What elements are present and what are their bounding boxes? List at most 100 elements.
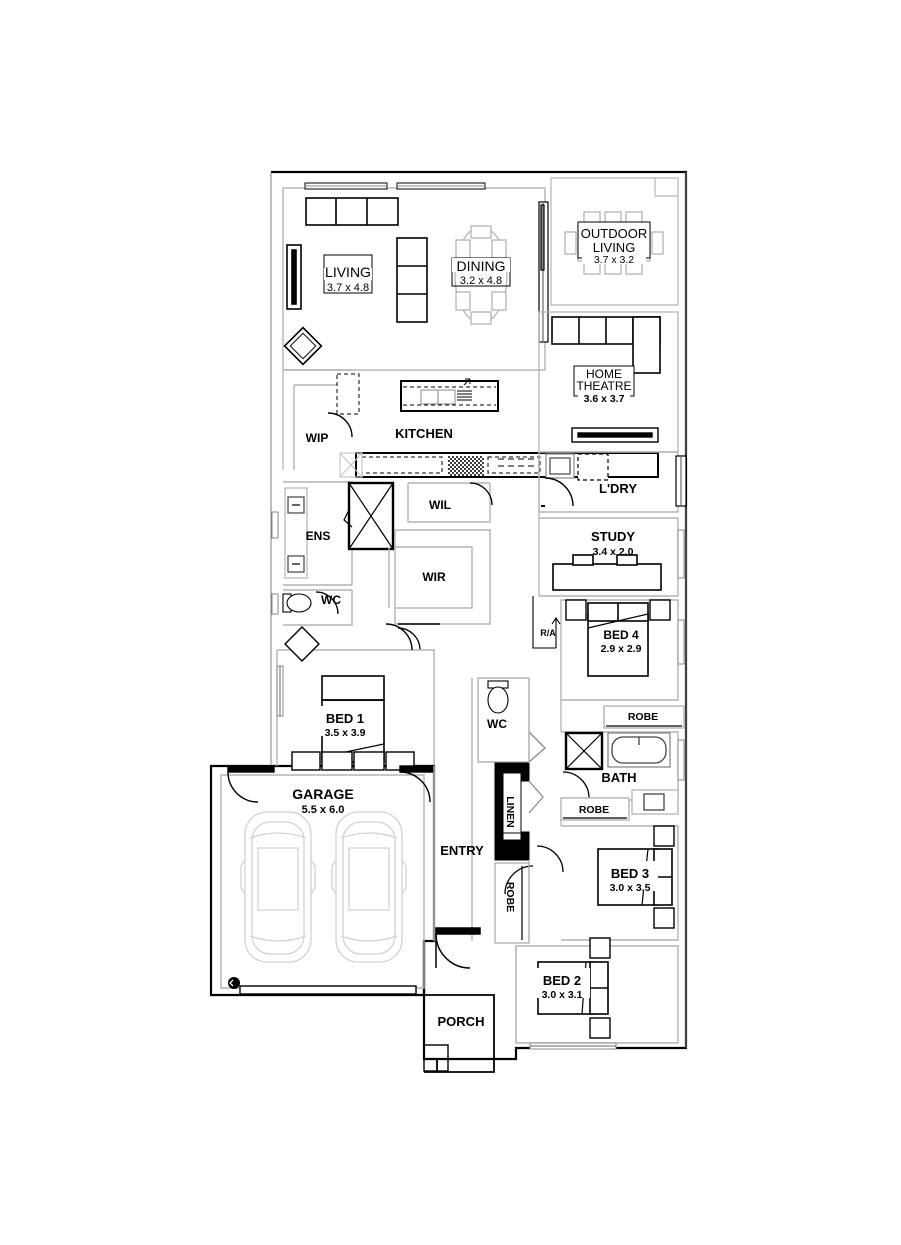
label-living-text: LIVING xyxy=(325,264,371,280)
linen-cupboard xyxy=(494,762,530,861)
ens-window2 xyxy=(271,593,279,615)
sectional-sofa-theatre xyxy=(551,316,661,374)
return-air-symbol xyxy=(532,596,561,649)
garage-point-marker xyxy=(228,977,240,989)
label-theatre-line2: THEATRE xyxy=(576,379,631,393)
wip-pantry-shelf xyxy=(336,373,360,415)
linen-door-fold xyxy=(528,780,544,814)
zone-wir xyxy=(388,529,491,625)
outline-secondary xyxy=(270,172,687,1048)
label-bed4: BED 4 2.9 x 2.9 xyxy=(601,628,642,655)
label-wc-main: WC xyxy=(487,717,507,731)
zone-outdoor-living xyxy=(550,177,679,306)
label-theatre-dim: 3.6 x 3.7 xyxy=(584,393,625,405)
zone-garage xyxy=(220,774,425,989)
label-theatre-line1: HOME xyxy=(586,367,622,381)
label-return-air: R/A xyxy=(540,628,556,638)
sofa-living-top xyxy=(305,197,399,226)
entry-front-door xyxy=(435,927,481,969)
label-outdoor-line2: LIVING xyxy=(593,240,636,255)
bed4-window xyxy=(677,619,685,665)
car-left xyxy=(240,811,316,963)
sofa-living-vertical xyxy=(396,237,428,323)
kitchen-sink xyxy=(420,389,456,405)
wil-door xyxy=(469,482,493,506)
kitchen-cooktop-icon xyxy=(457,378,472,401)
kitchen-hob-hatch xyxy=(448,456,484,476)
label-study-dim: 3.4 x 2.0 xyxy=(593,546,634,558)
label-garage-dim: 5.5 x 6.0 xyxy=(302,804,345,816)
label-bed1-text: BED 1 xyxy=(326,711,364,726)
wip-opening xyxy=(339,452,363,478)
label-dining: DINING 3.2 x 4.8 xyxy=(451,257,511,287)
wc-ens-door xyxy=(315,591,339,615)
label-garage-text: GARAGE xyxy=(292,786,353,802)
label-robe-entry: ROBE xyxy=(504,882,516,912)
bath-door xyxy=(562,771,590,799)
wc-main-door xyxy=(528,731,546,763)
label-ldry: L'DRY xyxy=(599,481,637,496)
bathtub xyxy=(607,732,671,768)
label-linen: LINEN xyxy=(504,796,516,828)
sliding-door-outdoor xyxy=(538,201,549,343)
kitchen-island-dashed xyxy=(403,386,496,406)
toilet-main xyxy=(487,680,509,714)
label-ens: ENS xyxy=(306,529,331,543)
small-labels: ROBE ROBE R/A xyxy=(540,628,658,816)
ens-window xyxy=(271,511,279,539)
label-entry: ENTRY xyxy=(440,843,484,858)
label-kitchen: KITCHEN xyxy=(395,426,453,441)
label-bed4-text: BED 4 xyxy=(603,628,639,642)
bed3-door xyxy=(536,845,564,873)
bed3-bedside-tables xyxy=(653,825,675,929)
zone-wc-ens xyxy=(283,589,353,626)
robe-bed4-box xyxy=(603,705,685,729)
label-wip: WIP xyxy=(306,431,329,445)
label-study: STUDY 3.4 x 2.0 xyxy=(591,529,635,558)
ldry-door xyxy=(541,477,574,507)
bed2-bedside-tables xyxy=(589,937,611,1039)
label-dining-dim: 3.2 x 4.8 xyxy=(460,275,502,287)
label-wil: WIL xyxy=(429,498,451,512)
label-bed1: BED 1 3.5 x 3.9 xyxy=(316,706,372,739)
label-bath: BATH xyxy=(601,770,636,785)
label-bed2: BED 2 3.0 x 3.1 xyxy=(534,968,590,1001)
label-wc-ens: WC xyxy=(321,593,341,607)
zone-bed4 xyxy=(560,599,679,701)
bed1-corner-chair xyxy=(284,626,320,662)
bed1-window xyxy=(276,665,284,717)
label-bed1-dim: 3.5 x 3.9 xyxy=(325,727,366,739)
label-garage: GARAGE 5.5 x 6.0 xyxy=(292,786,353,816)
armchair-living xyxy=(283,326,323,366)
rotated-labels: LINEN ROBE xyxy=(504,796,516,912)
kitchen-ldry-dashline xyxy=(498,458,540,467)
porch-step xyxy=(423,1044,449,1072)
label-outdoor-line1: OUTDOOR xyxy=(581,226,647,241)
label-study-text: STUDY xyxy=(591,529,635,544)
bed1-door xyxy=(385,623,413,651)
label-dining-text: DINING xyxy=(457,258,506,274)
tv-unit-living xyxy=(286,244,302,310)
label-bed3-dim: 3.0 x 3.5 xyxy=(610,882,651,894)
wip-door-swing xyxy=(327,412,353,438)
bed4-bedside-tables xyxy=(565,599,671,621)
ens-vanity xyxy=(284,487,308,579)
bath-vanity xyxy=(631,789,679,815)
label-outdoor-dim: 3.7 x 3.2 xyxy=(594,254,634,266)
zone-wil xyxy=(407,482,491,523)
bed4-bed xyxy=(587,602,649,677)
linen-inner xyxy=(502,772,522,834)
bath-shower-cross xyxy=(565,732,603,770)
ens-shower-cross xyxy=(348,482,394,550)
ens-shower-door xyxy=(343,509,353,528)
garage-door-to-bed1-hall xyxy=(227,765,275,803)
label-porch: PORCH xyxy=(438,1014,485,1029)
label-bed4-dim: 2.9 x 2.9 xyxy=(601,643,642,655)
bath-window xyxy=(677,739,685,781)
room-labels: LIVING 3.7 x 4.8 DINING 3.2 x 4.8 OUTDOO… xyxy=(292,221,658,1029)
window-top-living xyxy=(304,182,486,190)
ldry-appliance xyxy=(577,453,609,481)
bed2-window xyxy=(529,1042,617,1050)
